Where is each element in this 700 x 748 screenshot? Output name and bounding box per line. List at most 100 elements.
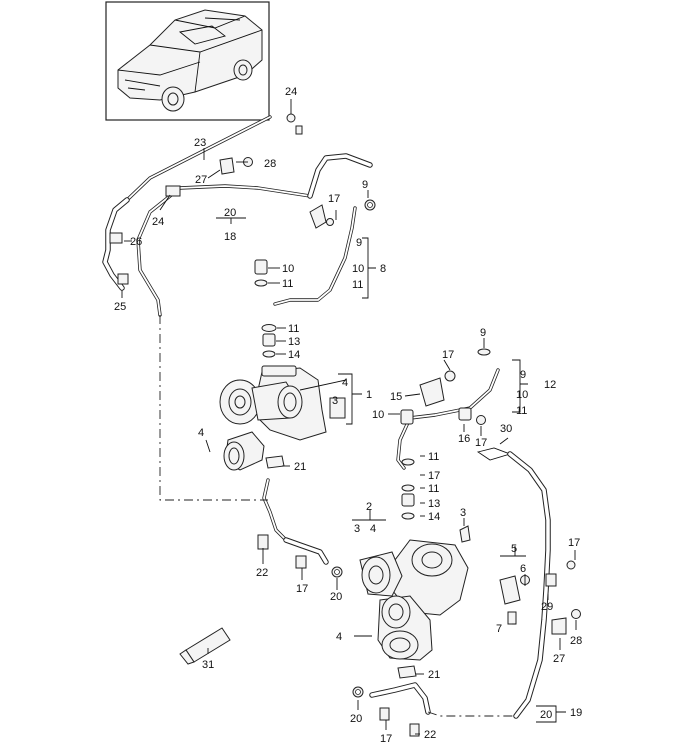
turbo2-oil-return <box>352 665 431 737</box>
bracket-27 <box>219 157 235 175</box>
clamp-29 <box>545 573 557 587</box>
label-17: 17 <box>328 193 340 205</box>
label-13: 13 <box>428 498 440 510</box>
label-10: 10 <box>516 389 528 401</box>
label-28: 28 <box>264 158 276 170</box>
label-28: 28 <box>570 635 582 647</box>
stud-3 <box>459 525 471 543</box>
part-labels: 24 23 28 27 24 26 25 20 18 17 9 9 10 11 … <box>114 86 582 745</box>
label-3: 3 <box>354 523 360 535</box>
bolt-icon <box>379 707 390 721</box>
label-14: 14 <box>288 349 300 361</box>
label-22: 22 <box>424 729 436 741</box>
clip-24 <box>165 185 181 197</box>
gasket-21 <box>397 665 417 679</box>
label-19: 19 <box>570 707 582 719</box>
label-10: 10 <box>372 409 384 421</box>
label-4: 4 <box>370 523 376 535</box>
label-6: 6 <box>520 563 526 575</box>
label-17: 17 <box>296 583 308 595</box>
bolt-icon <box>295 125 303 135</box>
bolt-icon <box>476 415 486 425</box>
label-9: 9 <box>356 237 362 249</box>
label-16: 16 <box>458 433 470 445</box>
bolt-icon <box>295 555 307 569</box>
upper-hose-assembly <box>102 113 376 317</box>
label-9: 9 <box>480 327 486 339</box>
banjo-bolt-10 <box>400 409 414 425</box>
label-14: 14 <box>428 511 440 523</box>
label-9: 9 <box>520 369 526 381</box>
bolt-icon <box>409 723 420 737</box>
label-11: 11 <box>352 279 363 291</box>
banjo-bolt-10 <box>254 259 268 275</box>
turbocharger-icon <box>219 365 346 471</box>
label-4: 4 <box>336 631 342 643</box>
label-11: 11 <box>282 278 293 290</box>
label-7: 7 <box>496 623 502 635</box>
label-17: 17 <box>568 537 580 549</box>
label-31: 31 <box>202 659 214 671</box>
seal-ring-icon <box>401 512 415 520</box>
label-9: 9 <box>362 179 368 191</box>
seal-ring-icon <box>262 350 276 358</box>
fitting-16 <box>458 407 472 421</box>
label-15: 15 <box>390 391 402 403</box>
turbo1-oil-return <box>257 455 343 578</box>
bolt-icon <box>326 218 334 226</box>
label-2: 2 <box>366 501 372 513</box>
label-21: 21 <box>294 461 306 473</box>
seal-ring-icon <box>261 324 277 332</box>
leader-lines <box>121 99 577 735</box>
label-3: 3 <box>332 395 338 407</box>
hose-clamp-25 <box>117 273 129 285</box>
connection-line <box>427 711 516 717</box>
label-18: 18 <box>224 231 236 243</box>
label-17: 17 <box>428 470 440 482</box>
label-24: 24 <box>285 86 297 98</box>
label-13: 13 <box>288 336 300 348</box>
label-24: 24 <box>152 216 164 228</box>
bolt-icon <box>444 370 456 382</box>
label-8: 8 <box>380 263 386 275</box>
label-10: 10 <box>352 263 364 275</box>
label-11: 11 <box>516 405 527 417</box>
gasket-21 <box>265 455 285 469</box>
right-coolant-hose <box>476 447 581 719</box>
bracket-15 <box>419 377 445 407</box>
label-26: 26 <box>130 236 142 248</box>
label-5: 5 <box>511 543 517 555</box>
label-25: 25 <box>114 301 126 313</box>
label-17: 17 <box>442 349 454 361</box>
bracket-upper <box>309 204 327 229</box>
label-29: 29 <box>541 601 553 613</box>
turbo2-oil-supply <box>396 348 500 543</box>
connection-line <box>159 315 268 501</box>
seal-ring-icon <box>401 484 415 492</box>
label-20: 20 <box>330 591 342 603</box>
seal-ring-icon <box>477 348 491 356</box>
bracket-27 <box>551 617 567 635</box>
label-27: 27 <box>553 653 565 665</box>
label-11: 11 <box>288 323 299 335</box>
label-20: 20 <box>540 709 552 721</box>
turbo1-oil-fittings <box>254 259 277 358</box>
label-11: 11 <box>428 483 439 495</box>
label-23: 23 <box>194 137 206 149</box>
seal-ring-icon <box>254 279 268 287</box>
bolt-icon <box>286 113 296 123</box>
bolt-icon <box>257 534 269 550</box>
label-11: 11 <box>428 451 439 463</box>
fitting-13 <box>401 493 415 507</box>
bolt-icon <box>566 560 576 570</box>
label-3: 3 <box>460 507 466 519</box>
label-27: 27 <box>195 174 207 186</box>
label-30: 30 <box>500 423 512 435</box>
bracket-5 <box>499 575 521 605</box>
label-17: 17 <box>475 437 487 449</box>
car-thumbnail-icon <box>105 1 270 121</box>
label-1: 1 <box>366 389 372 401</box>
label-12: 12 <box>544 379 556 391</box>
